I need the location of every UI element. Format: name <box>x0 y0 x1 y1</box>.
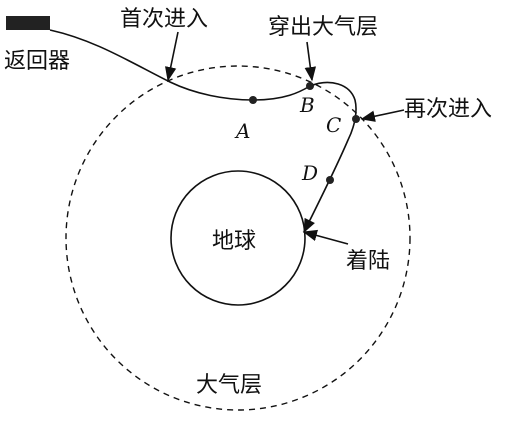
point-d-marker <box>326 176 334 184</box>
landing-pointer <box>302 229 349 245</box>
point-a-label: A <box>234 119 250 143</box>
point-d-label: D <box>301 161 318 185</box>
exit-atmosphere-pointer <box>304 41 317 82</box>
first-entry-label: 首次进入 <box>120 7 208 32</box>
first-entry-pointer <box>165 31 179 82</box>
point-c-marker <box>352 115 360 123</box>
exit-atmosphere-label: 穿出大气层 <box>268 15 378 40</box>
point-c-label: C <box>326 113 341 137</box>
earth-label: 地球 <box>212 229 256 254</box>
point-b-marker <box>306 82 314 90</box>
capsule-label: 返回器 <box>4 49 70 74</box>
point-a-marker <box>249 96 257 104</box>
atmosphere-label: 大气层 <box>196 373 262 398</box>
capsule-icon <box>6 16 50 30</box>
reentry-label: 再次进入 <box>404 97 492 122</box>
reentry-pointer <box>360 109 405 122</box>
point-b-label: B <box>299 93 315 117</box>
landing-label: 着陆 <box>346 249 390 274</box>
atmosphere-boundary <box>65 65 411 411</box>
